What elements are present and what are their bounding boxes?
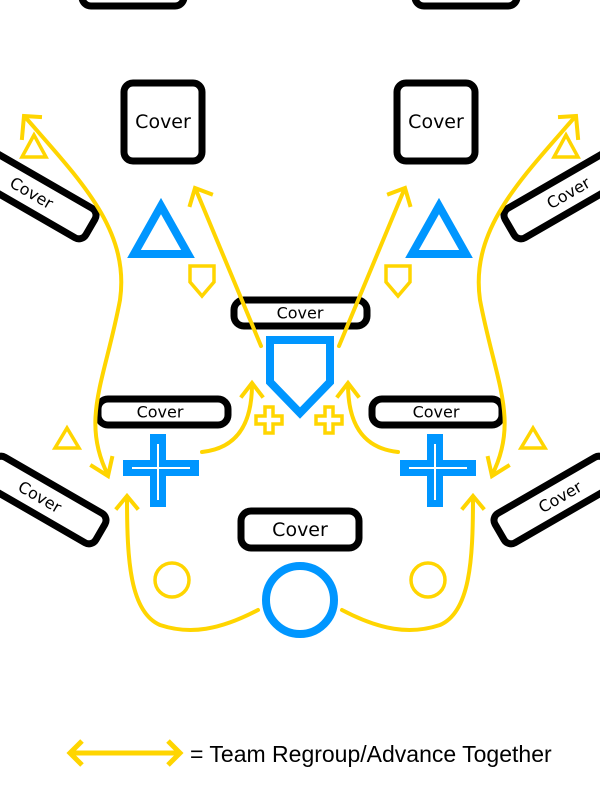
cover-left-angled-upper: Cover — [0, 147, 100, 243]
arrowhead-icon — [19, 113, 43, 141]
small-circle-right — [409, 561, 447, 599]
cover-label: Cover — [272, 519, 328, 541]
small-cross-right — [314, 405, 344, 435]
small-triangle-right-upper — [551, 131, 581, 159]
cover-label: Cover — [408, 111, 464, 133]
small-triangle-left-upper — [19, 131, 49, 159]
player-shield-center — [266, 336, 334, 419]
cover-mid-left: Cover — [94, 395, 232, 429]
player-cross-right — [400, 434, 476, 507]
arrowhead-icon — [89, 455, 115, 480]
small-triangle-left-lower — [51, 424, 83, 450]
arrowhead-icon — [114, 492, 140, 511]
small-triangle-right-lower — [517, 424, 549, 450]
small-circle-left — [153, 561, 191, 599]
team-path-center-upper-left — [194, 188, 263, 348]
player-triangle-right — [405, 197, 473, 258]
arrowhead-icon — [485, 455, 511, 480]
team-path-left-flank — [24, 116, 124, 477]
player-circle-bottom — [262, 562, 338, 638]
cover-label: Cover — [135, 111, 191, 133]
arrowhead-icon — [239, 379, 265, 399]
arrowhead-icon — [460, 492, 486, 511]
cover-upper-left-square: Cover — [120, 79, 206, 165]
cover-right-angled-lower: Cover — [490, 452, 600, 548]
cover-left-angled-lower: Cover — [0, 452, 110, 548]
small-shield-left — [188, 264, 216, 299]
player-cross-left — [123, 434, 199, 507]
cover-center: Cover — [230, 296, 371, 330]
cover-upper-right-square: Cover — [393, 79, 479, 165]
cover-bottom-center: Cover — [237, 507, 363, 552]
small-shield-right — [384, 264, 412, 299]
team-path-circle-to-cross-left — [125, 496, 260, 632]
team-path-circle-to-cross-right — [340, 496, 475, 632]
player-triangle-left — [127, 197, 195, 258]
arrowhead-icon — [557, 113, 581, 141]
legend: = Team Regroup/Advance Together — [66, 739, 552, 767]
cover-label: Cover — [413, 403, 460, 422]
cover-mid-right: Cover — [368, 395, 506, 429]
cover-label: Cover — [137, 403, 184, 422]
double-arrow-icon — [66, 739, 184, 767]
cover-top-left-partial — [78, 0, 188, 10]
team-path-right-flank — [476, 116, 576, 477]
cover-label: Cover — [277, 304, 324, 323]
cover-right-angled-upper: Cover — [500, 147, 600, 243]
cover-top-right-partial — [411, 0, 521, 10]
team-path-cross-right-to-center — [346, 382, 400, 454]
team-path-center-upper-right — [337, 188, 406, 348]
arrowhead-icon — [187, 185, 214, 208]
legend-label: = Team Regroup/Advance Together — [190, 741, 552, 767]
team-path-cross-left-to-center — [200, 382, 254, 454]
small-cross-left — [254, 405, 284, 435]
arrowhead-icon — [335, 379, 361, 399]
arrowhead-icon — [386, 185, 413, 208]
